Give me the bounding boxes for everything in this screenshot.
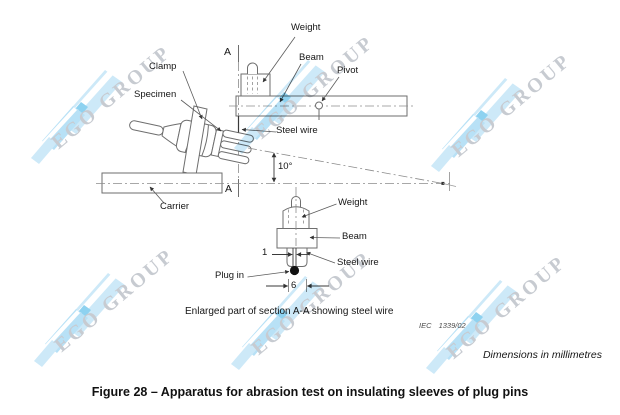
plug-pin-cross-section [289, 265, 300, 276]
weight-top [240, 62, 271, 97]
dimensions-note: Dimensions in millimetres [482, 349, 602, 361]
leader-lines-enlarged [247, 203, 341, 278]
angle-construction [247, 147, 457, 191]
label-weight-enlarged: Weight [338, 197, 368, 208]
dimension-value-1: 1 [262, 247, 268, 258]
label-pivot: Pivot [337, 65, 359, 76]
label-beam-top: Beam [299, 52, 324, 63]
section-marker-a-bottom: A [225, 183, 233, 195]
plug-pins [217, 129, 254, 165]
dimension-value-6: 6 [291, 280, 297, 291]
label-weight-top: Weight [291, 22, 321, 33]
dimension-sleeve-width [266, 279, 329, 292]
label-beam-enlarged: Beam [342, 231, 367, 242]
label-specimen: Specimen [134, 89, 177, 100]
iec-reference: IEC 1339/02 [419, 321, 466, 330]
section-marker-a-top: A [224, 46, 232, 58]
label-steel-wire-top: Steel wire [276, 125, 318, 136]
label-plug-in: Plug in [215, 270, 245, 281]
label-carrier: Carrier [160, 201, 190, 212]
enlarged-section-caption: Enlarged part of section A-A showing ste… [185, 306, 394, 317]
label-clamp: Clamp [149, 61, 177, 72]
enlarged-section [276, 187, 318, 276]
label-angle-10deg: 10° [278, 161, 293, 172]
carrier-bar [96, 172, 452, 194]
label-steel-wire-enlarged: Steel wire [337, 257, 379, 268]
figure-caption: Figure 28 – Apparatus for abrasion test … [91, 385, 529, 399]
